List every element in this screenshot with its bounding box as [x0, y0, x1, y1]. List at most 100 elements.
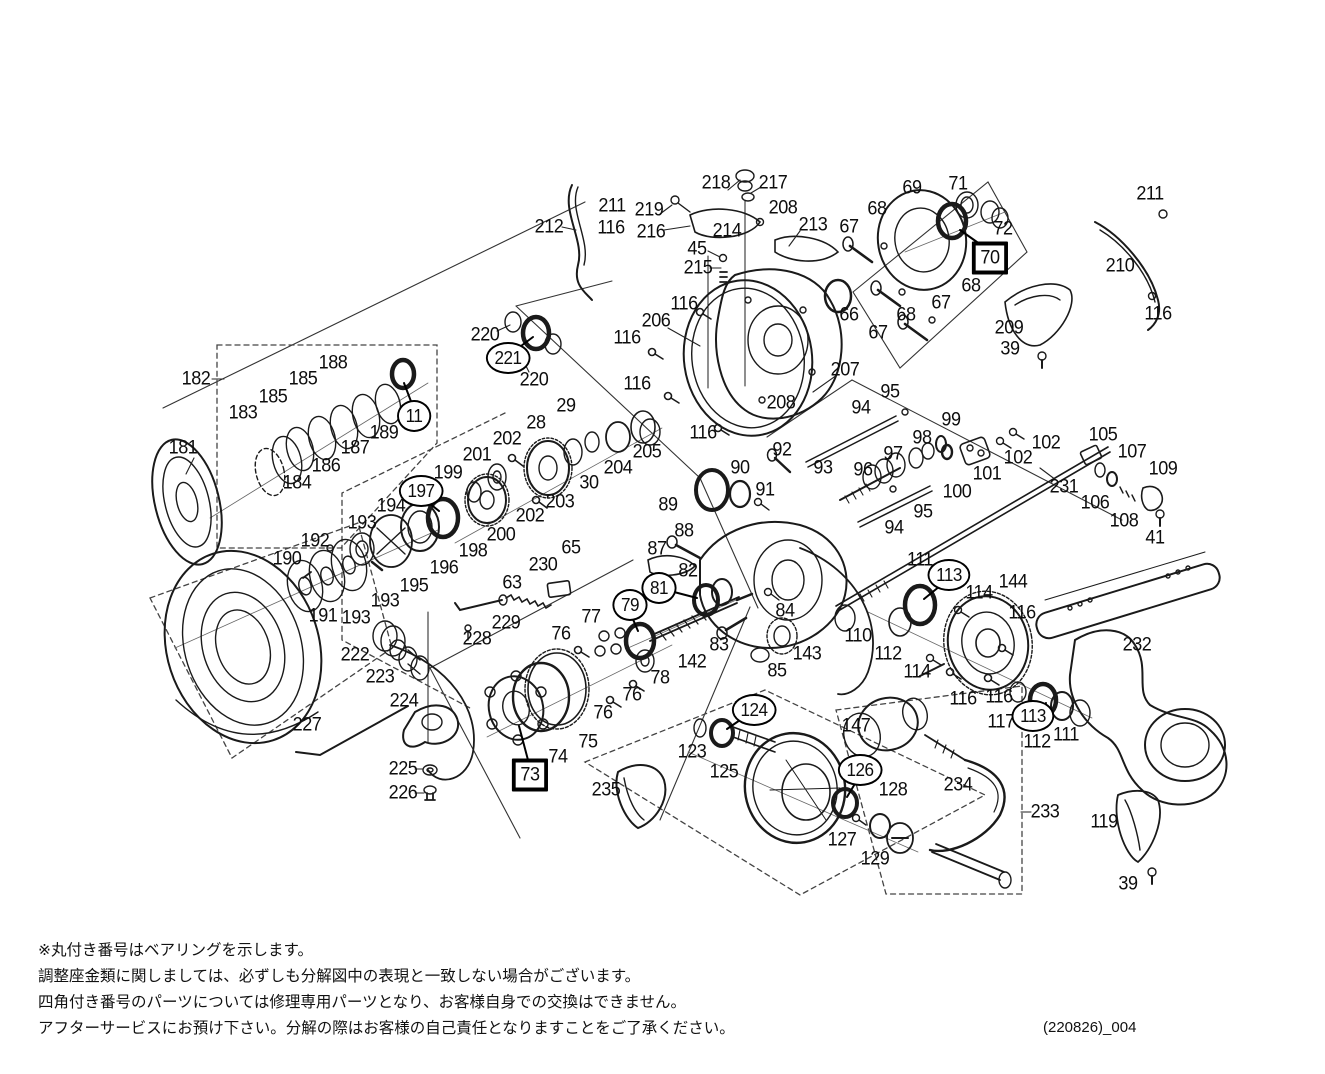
part-label-82: 82	[678, 560, 698, 582]
part-label-119: 119	[1090, 811, 1118, 833]
part-label-193: 193	[347, 512, 377, 534]
part-label-181: 181	[168, 437, 198, 459]
part-label-90: 90	[730, 457, 750, 479]
part-label-196: 196	[429, 557, 459, 579]
drag-plate-group	[484, 648, 667, 830]
part-label-197: 197	[398, 475, 444, 507]
part-label-212: 212	[534, 216, 564, 238]
part-label-105: 105	[1088, 424, 1118, 446]
part-label-91: 91	[755, 479, 775, 501]
part-label-129: 129	[860, 848, 890, 870]
part-label-39: 39	[1000, 338, 1020, 360]
part-label-189: 189	[369, 422, 399, 444]
part-label-186: 186	[311, 455, 341, 477]
part-label-198: 198	[458, 540, 488, 562]
part-label-94: 94	[884, 517, 904, 539]
body-cover-assembly	[842, 189, 1168, 369]
footnote-line-4: アフターサービスにお預け下さい。分解の際はお客様の自己責任となりますことをご了承…	[38, 1020, 735, 1037]
part-label-113: 113	[927, 559, 971, 591]
part-label-187: 187	[340, 437, 370, 459]
part-label-184: 184	[282, 472, 312, 494]
part-label-116: 116	[985, 686, 1013, 708]
part-label-66: 66	[839, 304, 859, 326]
part-label-235: 235	[591, 779, 621, 801]
part-label-100: 100	[942, 481, 972, 503]
part-label-116: 116	[689, 422, 717, 444]
part-label-128: 128	[878, 779, 908, 801]
part-label-125: 125	[709, 761, 739, 783]
part-label-205: 205	[632, 441, 662, 463]
part-label-231: 231	[1049, 476, 1079, 498]
reel-body-right	[1035, 551, 1228, 885]
worm-shaft-assembly	[573, 578, 754, 708]
part-label-213: 213	[798, 214, 828, 236]
part-label-116: 116	[1144, 303, 1172, 325]
part-label-215: 215	[683, 257, 713, 279]
part-label-101: 101	[972, 463, 1002, 485]
part-label-28: 28	[526, 412, 546, 434]
footnote-line-2: 調整座金類に関しましては、必ずしも分解図中の表現と一致しない場合がございます。	[38, 968, 641, 985]
bearing-79-part	[623, 621, 657, 661]
part-label-208: 208	[768, 197, 798, 219]
part-label-68: 68	[896, 304, 916, 326]
part-label-220: 220	[470, 324, 500, 346]
part-label-225: 225	[388, 758, 418, 780]
part-label-93: 93	[813, 457, 833, 479]
part-label-182: 182	[181, 368, 211, 390]
part-label-183: 183	[228, 402, 258, 424]
part-label-89: 89	[658, 494, 678, 516]
part-label-218: 218	[701, 172, 731, 194]
part-label-45: 45	[687, 238, 707, 260]
part-label-116: 116	[949, 688, 977, 710]
part-label-65: 65	[561, 537, 581, 559]
footnote-line-1: ※丸付き番号はベアリングを示します。	[38, 942, 313, 959]
bearing-89-part	[694, 468, 730, 512]
part-label-193: 193	[370, 590, 400, 612]
part-label-79: 79	[612, 589, 648, 621]
clutch-rod-spring	[454, 579, 572, 641]
part-label-39: 39	[1118, 873, 1138, 895]
part-label-71: 71	[948, 173, 968, 195]
part-label-95: 95	[880, 381, 900, 403]
part-label-142: 142	[677, 651, 707, 673]
handle-assembly	[843, 696, 1012, 889]
part-label-112: 112	[874, 643, 902, 665]
oscillating-gear-train	[464, 410, 661, 527]
part-label-202: 202	[515, 505, 545, 527]
part-label-230: 230	[528, 554, 558, 576]
part-label-106: 106	[1080, 492, 1110, 514]
part-label-113: 113	[1011, 700, 1055, 732]
part-label-87: 87	[647, 538, 667, 560]
part-label-11: 11	[397, 400, 431, 432]
part-label-126: 126	[837, 754, 883, 786]
rotor-nut-parts	[504, 311, 562, 355]
part-label-117: 117	[987, 711, 1015, 733]
part-label-219: 219	[634, 199, 664, 221]
part-label-102: 102	[1031, 432, 1061, 454]
part-label-211: 211	[1136, 183, 1164, 205]
part-label-188: 188	[318, 352, 348, 374]
part-label-192: 192	[300, 530, 330, 552]
part-label-102: 102	[1003, 447, 1033, 469]
part-label-203: 203	[545, 491, 575, 513]
bearing-113-upper-part	[902, 583, 938, 627]
rotor-and-body	[647, 268, 853, 437]
part-label-211: 211	[598, 195, 626, 217]
part-label-63: 63	[502, 572, 522, 594]
part-label-98: 98	[912, 427, 932, 449]
part-label-108: 108	[1109, 510, 1139, 532]
part-label-227: 227	[292, 714, 322, 736]
bearing-70-part	[935, 201, 969, 241]
part-label-116: 116	[1008, 602, 1036, 624]
part-label-216: 216	[636, 221, 666, 243]
part-label-194: 194	[376, 495, 406, 517]
part-label-85: 85	[767, 660, 787, 682]
part-label-193: 193	[341, 607, 371, 629]
part-label-127: 127	[827, 829, 857, 851]
part-label-81: 81	[641, 572, 677, 604]
bearing-221-part	[520, 314, 552, 352]
part-label-147: 147	[841, 715, 871, 737]
